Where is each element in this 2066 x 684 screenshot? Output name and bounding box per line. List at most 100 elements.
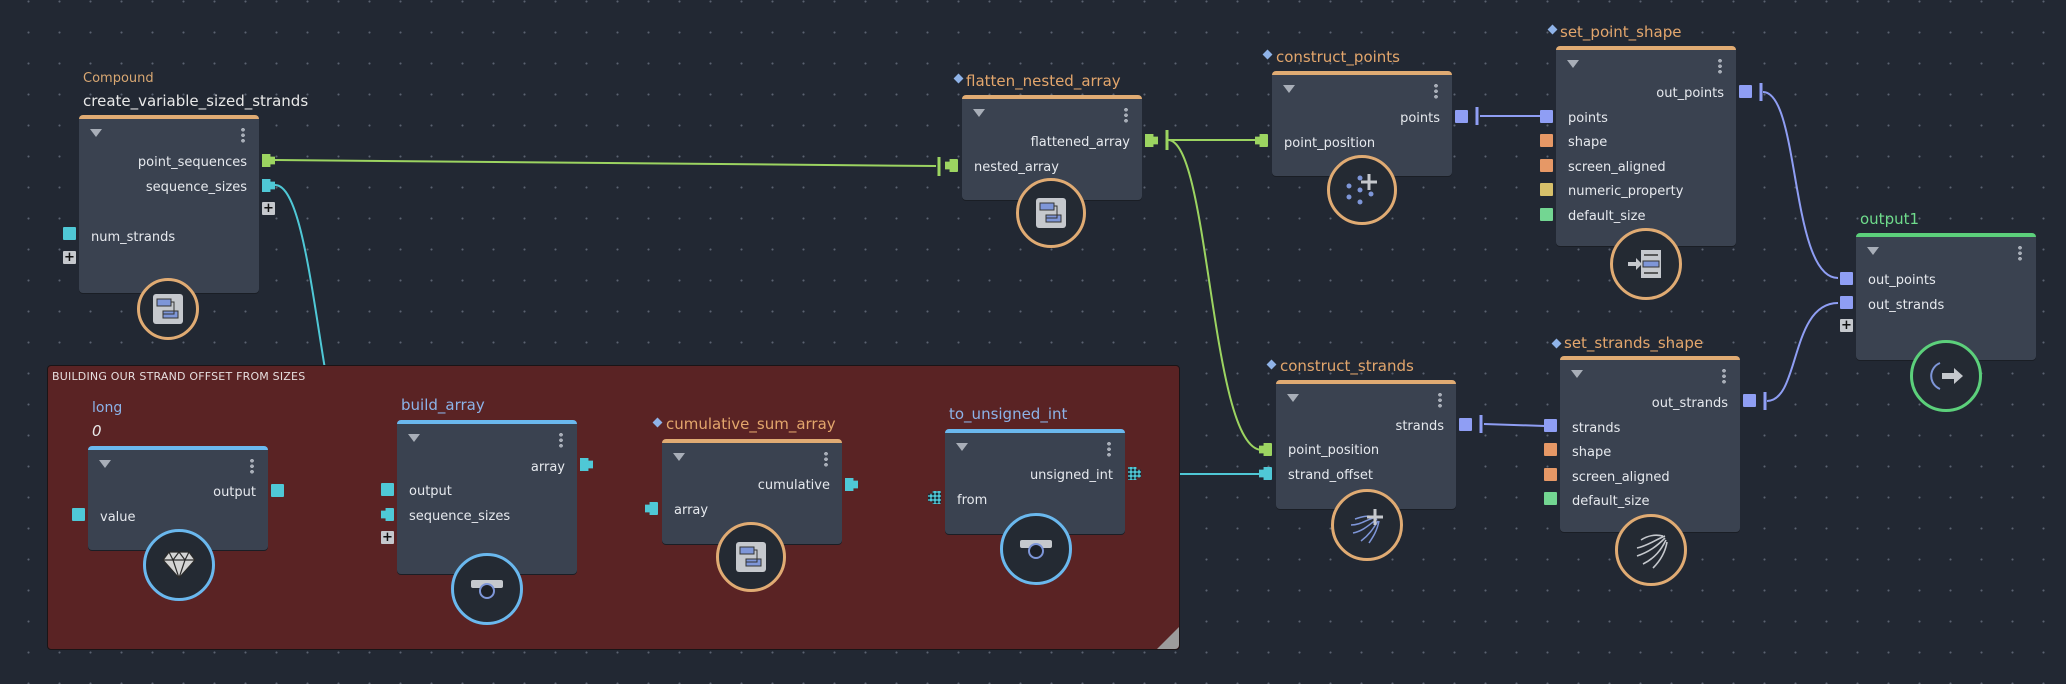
port-point-position-in[interactable] [1259,443,1272,456]
node-title: construct_strands [1280,357,1414,375]
node-category-label: Compound [83,71,154,86]
node-icon-badge [451,553,523,625]
collapse-icon[interactable] [90,129,102,137]
port-points-out[interactable] [1455,110,1468,123]
node-icon-badge [1016,178,1086,248]
build-array-icon [471,580,503,599]
port-point-sequences[interactable] [262,154,275,167]
node-construct-strands[interactable]: strands point_position strand_offset [1276,380,1456,509]
node-icon-badge [1327,155,1397,225]
port-cumulative-out[interactable] [845,478,858,491]
port-label: out_points [1868,273,1936,288]
compound-icon [736,542,766,572]
port-unsigned-int-out[interactable] [1128,467,1141,480]
port-out-strands-in[interactable] [1840,296,1853,309]
port-build-output-in[interactable] [381,483,394,496]
node-set-strands-shape[interactable]: out_strands strands shape screen_aligned… [1560,356,1740,532]
add-output-button[interactable]: + [262,201,275,216]
port-strands-in[interactable] [1544,419,1557,432]
node-menu-icon[interactable] [1124,107,1128,123]
port-label: strands [1572,421,1621,436]
node-set-point-shape[interactable]: out_points points shape screen_aligned n… [1556,46,1736,246]
collapse-icon[interactable] [1567,60,1579,68]
port-out-points[interactable] [1739,85,1752,98]
collapse-icon[interactable] [1867,247,1879,255]
port-label: screen_aligned [1572,470,1670,485]
node-to-unsigned-int[interactable]: unsigned_int from [945,429,1125,534]
node-icon-badge [1000,513,1072,585]
port-label: strand_offset [1288,468,1373,483]
port-num-strands[interactable] [63,227,76,240]
strands-icon [1636,534,1668,569]
node-menu-icon[interactable] [2018,245,2022,261]
node-icon-badge [1610,228,1682,300]
node-menu-icon[interactable] [1434,83,1438,99]
node-title: build_array [401,396,485,414]
port-points-in[interactable] [1540,110,1553,123]
collapse-icon[interactable] [1287,394,1299,402]
port-screen-aligned-in[interactable] [1544,468,1557,481]
port-strands-out[interactable] [1459,418,1472,431]
node-menu-icon[interactable] [1107,441,1111,457]
collapse-icon[interactable] [973,109,985,117]
port-long-value[interactable] [72,508,85,521]
port-sequence-sizes[interactable] [262,179,275,192]
port-label: numeric_property [1568,184,1684,199]
node-menu-icon[interactable] [1718,58,1722,74]
node-menu-icon[interactable] [1722,368,1726,384]
node-menu-icon[interactable] [1438,392,1442,408]
port-label: out_strands [1868,298,1945,313]
node-icon-badge [1615,514,1687,586]
port-long-output[interactable] [271,484,284,497]
node-output1[interactable]: out_points out_strands [1856,233,2036,360]
wire-flattened-to-construct-strands [1167,139,1263,451]
port-label: nested_array [974,160,1059,175]
port-point-position-in[interactable] [1255,134,1268,147]
port-default-size-in[interactable] [1540,208,1553,221]
node-title: output1 [1860,210,1920,228]
port-label: out_points [1656,86,1724,101]
port-label: output [409,484,452,499]
node-create-variable-sized-strands[interactable]: point_sequences sequence_sizes num_stran… [79,115,259,293]
port-screen-aligned-in[interactable] [1540,159,1553,172]
node-title: set_strands_shape [1564,334,1704,352]
node-menu-icon[interactable] [241,127,245,143]
node-icon-badge [1910,340,1982,412]
port-label: default_size [1572,494,1650,509]
port-array-in[interactable] [645,502,658,515]
port-out-strands[interactable] [1743,394,1756,407]
collapse-icon[interactable] [408,434,420,442]
port-strand-offset-in[interactable] [1259,467,1272,480]
add-input-button[interactable]: + [63,250,76,265]
node-build-array[interactable]: array output sequence_sizes [397,420,577,574]
port-from-in[interactable] [928,491,941,504]
node-menu-icon[interactable] [824,451,828,467]
port-shape-in[interactable] [1544,443,1557,456]
collapse-icon[interactable] [99,460,111,468]
resize-handle[interactable] [1157,627,1179,649]
port-array-out[interactable] [580,458,593,471]
collapse-icon[interactable] [1283,85,1295,93]
node-title: cumulative_sum_array [666,415,836,433]
set-shape-icon [1628,250,1661,278]
port-out-points-in[interactable] [1840,272,1853,285]
add-input-button[interactable]: + [1840,318,1853,333]
port-numeric-property-in[interactable] [1540,183,1553,196]
port-build-sequence-sizes-in[interactable] [381,508,394,521]
collapse-icon[interactable] [673,453,685,461]
add-input-button[interactable]: + [381,530,394,545]
node-value-display: 0 [92,422,102,440]
port-label: shape [1572,445,1612,460]
collapse-icon[interactable] [1571,370,1583,378]
port-shape-in[interactable] [1540,134,1553,147]
points-add-icon [1346,174,1377,205]
collapse-icon[interactable] [956,443,968,451]
node-menu-icon[interactable] [250,458,254,474]
port-nested-array-in[interactable] [945,159,958,172]
port-label: out_strands [1651,396,1728,411]
port-flattened-array-out[interactable] [1145,134,1158,147]
node-title: set_point_shape [1560,23,1682,41]
node-menu-icon[interactable] [559,432,563,448]
port-label: array [674,503,709,518]
port-default-size-in[interactable] [1544,492,1557,505]
